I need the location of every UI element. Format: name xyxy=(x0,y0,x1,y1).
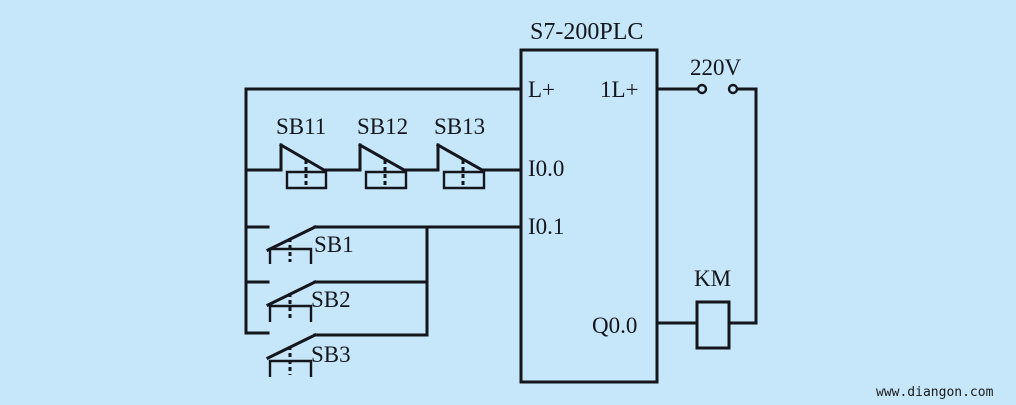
terminal-i0-0: I0.0 xyxy=(528,156,564,181)
terminal-i0-1: I0.1 xyxy=(528,214,564,239)
terminal-q0-0: Q0.0 xyxy=(592,313,637,338)
sb11-nc-switch xyxy=(278,142,328,190)
km-label: KM xyxy=(694,266,731,291)
sb12-label: SB12 xyxy=(357,114,408,139)
sb1-no-switch xyxy=(265,224,318,264)
sb1-label: SB1 xyxy=(314,232,354,257)
watermark: www.diangon.com xyxy=(876,385,994,400)
common-bus-wire xyxy=(244,87,523,335)
supply-terminal-left xyxy=(696,83,708,95)
terminal-l-plus: L+ xyxy=(528,77,555,102)
terminal-1l-plus: 1L+ xyxy=(600,77,639,102)
sb12-nc-switch xyxy=(357,142,408,190)
plc-title: S7-200PLC xyxy=(530,19,643,45)
plc-box xyxy=(519,48,659,384)
wire-supply-to-coil xyxy=(727,87,758,325)
sb3-label: SB3 xyxy=(311,342,351,367)
supply-terminal-right xyxy=(727,83,739,95)
sb13-label: SB13 xyxy=(434,114,485,139)
sb11-label: SB11 xyxy=(276,114,326,139)
sb13-nc-switch xyxy=(435,142,486,190)
sb2-label: SB2 xyxy=(311,287,351,312)
sb2-no-switch xyxy=(265,279,318,322)
sb3-no-switch xyxy=(265,332,318,377)
supply-label: 220V xyxy=(690,55,742,80)
km-coil xyxy=(695,300,731,350)
